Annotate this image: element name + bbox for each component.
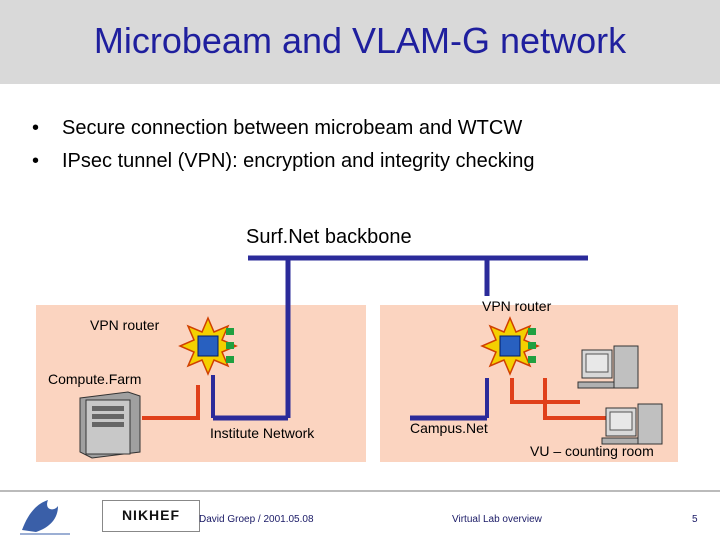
vu-link-2: [543, 378, 606, 420]
compute-farm-label: Compute.Farm: [48, 371, 142, 387]
bullet-dot: •: [32, 150, 40, 172]
vpn-router-right-label: VPN router: [482, 298, 552, 314]
surfnet-backbone-label: Surf.Net backbone: [246, 226, 412, 248]
title-bar: [0, 0, 720, 84]
bullet-item-2: • IPsec tunnel (VPN): encryption and inte…: [32, 150, 534, 173]
vu-counting-room-label: VU – counting room: [530, 443, 654, 459]
institute-network-label: Institute Network: [210, 425, 315, 441]
workstation-icon: [577, 345, 639, 389]
slide-title: Microbeam and VLAM-G network: [93, 20, 627, 61]
server-tower-icon: [79, 391, 141, 459]
campus-net-label: Campus.Net: [410, 420, 488, 436]
university-logo: [14, 494, 74, 538]
university-logo-icon: [20, 500, 70, 535]
vpn-router-left-label: VPN router: [90, 317, 160, 333]
compute-farm-link: [142, 385, 200, 420]
footer-author-date: David Groep / 2001.05.08: [199, 514, 314, 525]
footer-center-text: Virtual Lab overview: [452, 514, 542, 525]
bullet-text-2: IPsec tunnel (VPN): encryption and integ…: [62, 150, 535, 172]
bullet-item-1: • Secure connection between microbeam and…: [32, 117, 522, 140]
bullet-text-1: Secure connection between microbeam and …: [62, 117, 523, 139]
workstation-icon: [601, 403, 663, 445]
nikhef-logo-text: NIKHEF: [121, 507, 181, 523]
page-number: 5: [692, 514, 698, 525]
nikhef-logo: NIKHEF: [102, 500, 200, 532]
footer-divider: [0, 490, 720, 492]
bullet-dot: •: [32, 117, 40, 139]
vpn-router-left-icon: [178, 316, 238, 376]
vu-link-1: [510, 378, 580, 404]
vpn-router-right-icon: [480, 316, 540, 376]
